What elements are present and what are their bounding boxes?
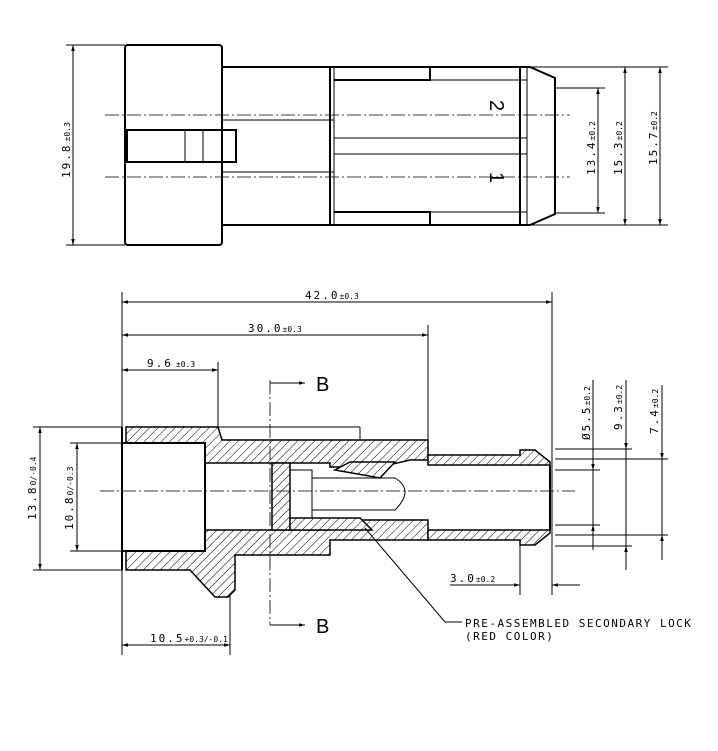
svg-text:30.0±0.3: 30.0±0.3 xyxy=(248,322,302,335)
dim-7-4: 7.4±0.2 xyxy=(648,385,664,560)
svg-text:Ø5.5±0.2: Ø5.5±0.2 xyxy=(580,386,593,440)
section-label-top: B xyxy=(316,374,329,396)
svg-text:19.8±0.3: 19.8±0.3 xyxy=(60,122,73,178)
dim-5-5: Ø5.5±0.2 xyxy=(580,380,595,550)
tube-upper xyxy=(427,449,551,466)
svg-text:42.0±0.3: 42.0±0.3 xyxy=(305,289,359,302)
note-red-color: (RED COLOR) xyxy=(465,630,554,643)
latch-slot xyxy=(126,129,237,163)
cavity-label-1: 1 xyxy=(485,172,507,183)
flange-outline xyxy=(124,44,223,246)
section-label-bottom: B xyxy=(316,616,329,638)
dim-10-5: 10.5+0.3/-0.1 xyxy=(122,632,230,647)
svg-text:13.4±0.2: 13.4±0.2 xyxy=(585,121,598,175)
dim-10-8: 10.80/-0.3 xyxy=(63,443,79,551)
housing-lower xyxy=(125,519,429,598)
dim-9-3: 9.3±0.2 xyxy=(612,380,628,570)
secondary-lock xyxy=(289,517,374,531)
dim-19-8: 19.8±0.3 xyxy=(60,44,125,246)
dim-13-8: 13.80/-0.4 xyxy=(26,427,42,570)
section-view: B B 42.0±0.3 30.0±0.3 9.6±0.3 10.5+0.3/-… xyxy=(26,289,692,655)
svg-text:13.80/-0.4: 13.80/-0.4 xyxy=(26,456,39,520)
housing-upper xyxy=(125,426,429,468)
dim-9-6: 9.6±0.3 xyxy=(122,357,218,372)
dim-42-0: 42.0±0.3 xyxy=(122,289,552,304)
cavity-label-2: 2 xyxy=(485,100,507,111)
dim-13-4: 13.4±0.2 xyxy=(585,88,600,213)
note-leader xyxy=(364,527,462,623)
terminal-seal xyxy=(271,462,291,531)
svg-text:3.0±0.2: 3.0±0.2 xyxy=(450,572,495,585)
dim-3-0: 3.0±0.2 xyxy=(450,545,580,595)
svg-text:15.7±0.2: 15.7±0.2 xyxy=(647,111,660,165)
svg-text:10.5+0.3/-0.1: 10.5+0.3/-0.1 xyxy=(150,632,228,645)
top-view: 2 1 19.8±0.3 13.4±0.2 15.3±0.2 15.7±0.2 xyxy=(60,44,668,246)
dim-15-7: 15.7±0.2 xyxy=(647,67,662,225)
svg-text:9.3±0.2: 9.3±0.2 xyxy=(612,385,625,430)
dim-30-0: 30.0±0.3 xyxy=(122,322,428,337)
svg-text:15.3±0.2: 15.3±0.2 xyxy=(612,121,625,175)
svg-text:7.4±0.2: 7.4±0.2 xyxy=(648,389,661,434)
dim-15-3: 15.3±0.2 xyxy=(612,67,627,225)
svg-text:9.6±0.3: 9.6±0.3 xyxy=(147,357,195,370)
tip-cone xyxy=(519,66,556,226)
front-cavity xyxy=(121,442,206,552)
note-secondary-lock: PRE-ASSEMBLED SECONDARY LOCK xyxy=(465,617,692,630)
tube-lower xyxy=(427,529,551,546)
body-outline xyxy=(221,66,331,226)
svg-text:10.80/-0.3: 10.80/-0.3 xyxy=(63,466,76,530)
